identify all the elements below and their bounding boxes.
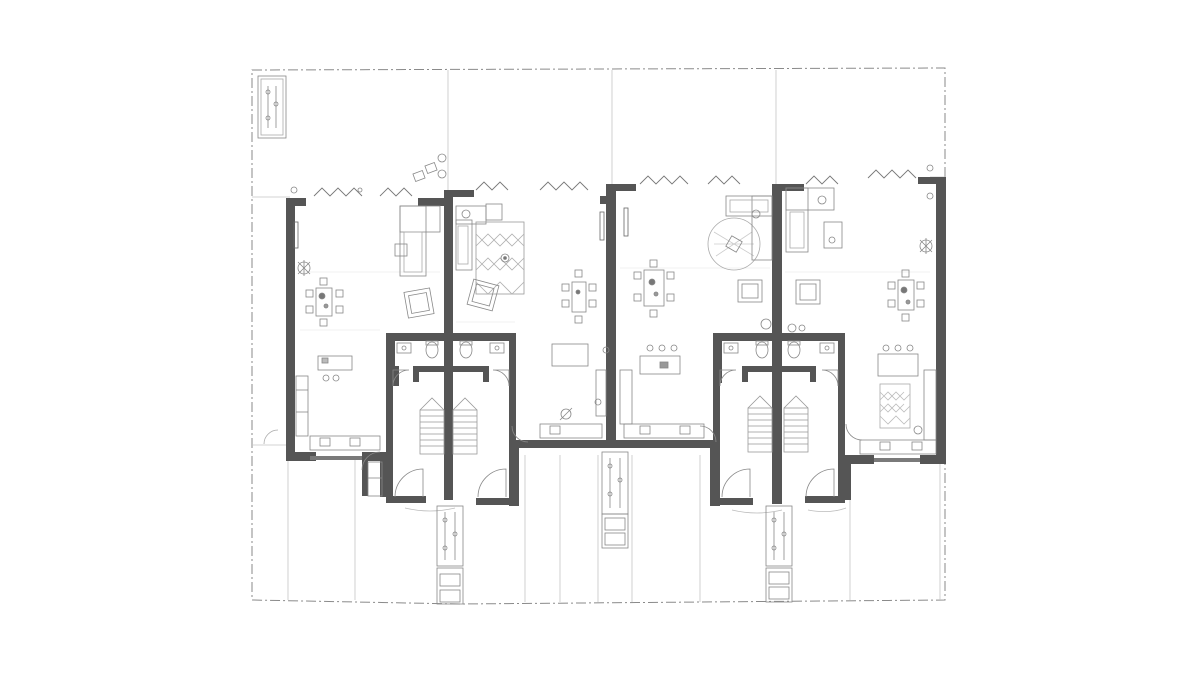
bicycle-rack-icon <box>765 505 793 567</box>
small-plant-icon <box>290 164 934 194</box>
armchair-icon <box>737 279 763 303</box>
toilet-icon <box>787 340 801 359</box>
folding-door-icon <box>639 175 689 185</box>
folding-door-icon <box>539 181 589 191</box>
plant-icon <box>919 238 933 254</box>
site-boundary <box>251 67 946 605</box>
armchair-icon <box>403 287 435 319</box>
kitchen-island-icon <box>639 344 681 375</box>
stepping-stones-icon <box>412 153 447 182</box>
door-swing-icon <box>361 369 529 498</box>
plant-icon <box>500 253 510 263</box>
bin-store-icon <box>765 567 793 603</box>
folding-door-icon <box>805 175 839 185</box>
core-fixtures <box>361 340 863 514</box>
furniture <box>293 187 937 455</box>
window-icon <box>599 211 605 241</box>
kitchen-island-icon <box>551 343 610 367</box>
bin-store-icon <box>436 567 464 605</box>
folding-door-icon <box>867 169 917 179</box>
kitchen-island-icon <box>317 355 353 382</box>
kitchen-counter-icon <box>619 369 705 439</box>
staircase-icon <box>419 397 478 455</box>
rug-icon <box>707 217 761 271</box>
dining-table-icon <box>561 269 597 324</box>
plant-icon <box>297 260 311 276</box>
garden-dividers <box>252 70 945 198</box>
kitchen-island-icon <box>877 344 919 377</box>
armchair-icon <box>795 279 821 305</box>
sofa-icon <box>399 205 441 277</box>
sink-icon <box>396 342 412 354</box>
kitchen-counter-icon <box>859 369 937 455</box>
bicycle-rack-icon <box>436 505 464 567</box>
toilet-icon <box>755 340 769 359</box>
folding-door-icon <box>379 187 413 197</box>
bicycle-rack-icon <box>601 451 629 515</box>
front-yard-dividers <box>252 444 941 602</box>
plant-icon <box>926 192 934 200</box>
rug-icon <box>879 383 911 429</box>
folding-doors <box>313 169 917 197</box>
bicycle-rack-icon <box>257 75 287 139</box>
sink-icon <box>819 342 835 354</box>
coffee-table-icon <box>823 221 843 249</box>
plant-icon <box>594 398 602 406</box>
staircase-icon <box>747 395 809 453</box>
kitchen-counter-icon <box>539 369 607 439</box>
sink-icon <box>723 342 739 354</box>
folding-door-icon <box>313 187 363 197</box>
bin-store-icon <box>367 461 383 497</box>
armchair-icon <box>466 278 500 312</box>
folding-door-icon <box>475 181 509 191</box>
plant-icon <box>760 318 772 330</box>
coffee-table-icon <box>485 203 503 221</box>
external-elements <box>257 75 934 605</box>
coffee-table-icon <box>725 235 743 253</box>
walls <box>286 177 946 506</box>
sofa-icon <box>725 195 773 261</box>
window-icon <box>623 207 629 237</box>
sofa-icon <box>785 187 835 253</box>
dining-table-icon <box>633 259 675 318</box>
dining-table-icon <box>887 269 925 322</box>
side-table-icon <box>787 323 806 333</box>
armchair-icon <box>455 205 487 225</box>
sofa-icon <box>455 219 473 271</box>
toilet-icon <box>425 340 439 359</box>
kitchen-counter-icon <box>295 375 309 437</box>
dining-table-icon <box>305 277 344 327</box>
coffee-table-icon <box>394 243 408 257</box>
front-door-arc-icon <box>263 429 279 445</box>
folding-door-icon <box>707 175 741 185</box>
rug-icon <box>475 221 525 295</box>
kitchen-counter-icon <box>309 435 381 451</box>
bin-store-icon <box>601 513 629 549</box>
toilet-icon <box>459 340 473 359</box>
window-icon <box>293 221 299 249</box>
door-swing-icon <box>699 369 863 498</box>
sink-icon <box>489 342 505 354</box>
